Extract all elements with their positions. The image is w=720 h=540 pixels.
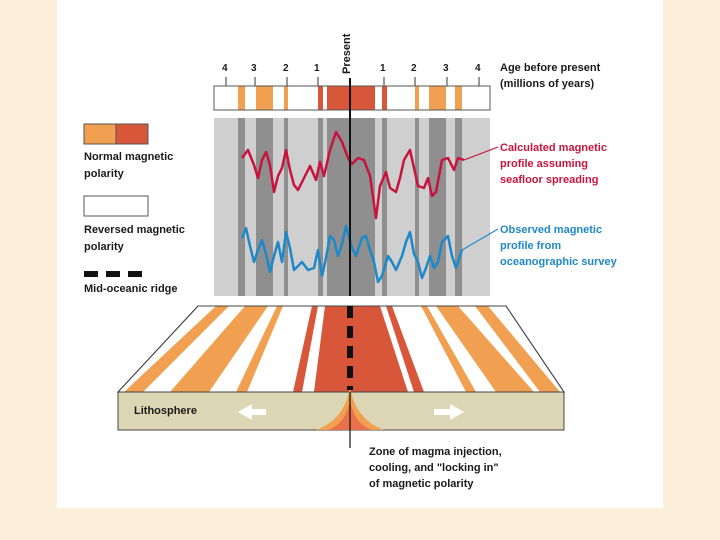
calculated-label-line: profile assuming xyxy=(500,156,607,172)
normal-polarity-line1: Normal magnetic xyxy=(84,149,173,166)
polarity-age-bar xyxy=(214,86,490,110)
reversed-polarity-line2: polarity xyxy=(84,239,185,256)
magnetic-profile-panel xyxy=(214,118,490,296)
calculated-label-line: seafloor spreading xyxy=(500,172,607,188)
observed-label-line: profile from xyxy=(500,238,617,254)
normal-polarity-label: Normal magnetic polarity xyxy=(84,149,173,183)
normal-polarity-swatch xyxy=(84,124,148,144)
seafloor-stripes xyxy=(118,306,564,392)
observed-label-line: oceanographic survey xyxy=(500,254,617,270)
observed-profile-label: Observed magnetic profile from oceanogra… xyxy=(500,222,617,270)
normal-polarity-line2: polarity xyxy=(84,166,173,183)
lithosphere-label: Lithosphere xyxy=(134,405,197,417)
ridge-legend-label: Mid-oceanic ridge xyxy=(84,283,178,295)
calculated-label-line: Calculated magnetic xyxy=(500,140,607,156)
observed-label-line: Observed magnetic xyxy=(500,222,617,238)
reversed-polarity-label: Reversed magnetic polarity xyxy=(84,222,185,256)
age-tick-marks xyxy=(226,77,479,86)
zone-label-line: of magnetic polarity xyxy=(369,476,502,492)
magma-zone-label: Zone of magma injection, cooling, and "l… xyxy=(369,444,502,492)
reversed-polarity-line1: Reversed magnetic xyxy=(84,222,185,239)
calculated-profile-label: Calculated magnetic profile assuming sea… xyxy=(500,140,607,188)
reversed-polarity-swatch xyxy=(84,196,148,216)
zone-label-line: Zone of magma injection, xyxy=(369,444,502,460)
zone-label-line: cooling, and "locking in" xyxy=(369,460,502,476)
